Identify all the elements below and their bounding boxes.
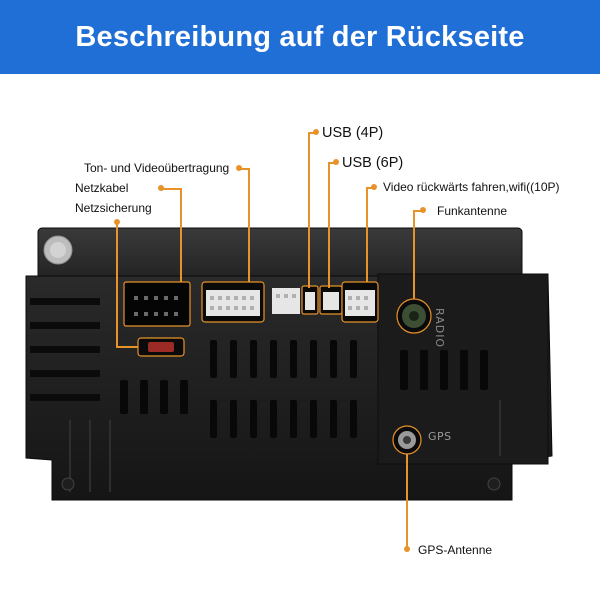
leader-dot-power: [158, 185, 164, 191]
aux-connector-icon: [272, 288, 300, 314]
leader-dot-camera: [371, 184, 377, 190]
leader-usb4: [308, 132, 310, 288]
bottom-vent-slots: [120, 340, 488, 438]
leader-usb6-h: [328, 162, 336, 164]
label-power-cable: Netzkabel: [75, 181, 129, 195]
leader-camera: [366, 187, 368, 282]
leader-dot-usb4: [313, 129, 319, 135]
leader-fuse-h2: [116, 346, 138, 348]
gps-antenna-port-icon: [392, 425, 422, 455]
leader-gps: [406, 454, 408, 549]
leader-radio: [413, 210, 415, 299]
power-connector-icon: [123, 281, 191, 327]
label-usb-6p: USB (6P): [342, 155, 404, 171]
page-title: Beschreibung auf der Rückseite: [75, 20, 525, 53]
label-fuse: Netzsicherung: [75, 201, 152, 215]
leader-power: [180, 188, 182, 282]
label-gps-antenna: GPS-Antenne: [418, 543, 493, 557]
leader-radio-h: [413, 210, 423, 212]
leader-fuse: [116, 222, 118, 348]
fuse-icon: [137, 337, 185, 357]
leader-usb6: [328, 162, 330, 288]
leader-dot-usb6: [333, 159, 339, 165]
radio-antenna-port-icon: [396, 298, 432, 334]
label-av-transmission: Ton- und Videoübertragung: [84, 161, 230, 175]
screw-icon: [61, 477, 501, 491]
leader-dot-gps: [404, 546, 410, 552]
left-vents: [30, 298, 100, 401]
label-camera-wifi: Video rückwärts fahren,wifi((10P): [383, 180, 560, 194]
header-banner: Beschreibung auf der Rückseite: [0, 0, 600, 74]
leader-camera-h: [366, 187, 374, 189]
av-connector-icon: [201, 281, 265, 323]
leader-av-h: [238, 168, 250, 170]
gps-mark: GPS: [428, 430, 452, 443]
usb-6p-connector-icon: [319, 285, 343, 315]
leader-dot-fuse: [114, 219, 120, 225]
camera-wifi-connector-icon: [341, 281, 379, 323]
leader-usb4-h: [308, 132, 316, 134]
leader-power-h: [160, 188, 182, 190]
leader-av: [248, 168, 250, 282]
radio-mark: RADIO: [433, 308, 446, 349]
leader-dot-av: [236, 165, 242, 171]
label-usb-4p: USB (4P): [322, 125, 384, 141]
leader-dot-radio: [420, 207, 426, 213]
usb-4p-connector-icon: [301, 285, 319, 315]
label-radio-antenna: Funkantenne: [437, 204, 508, 218]
